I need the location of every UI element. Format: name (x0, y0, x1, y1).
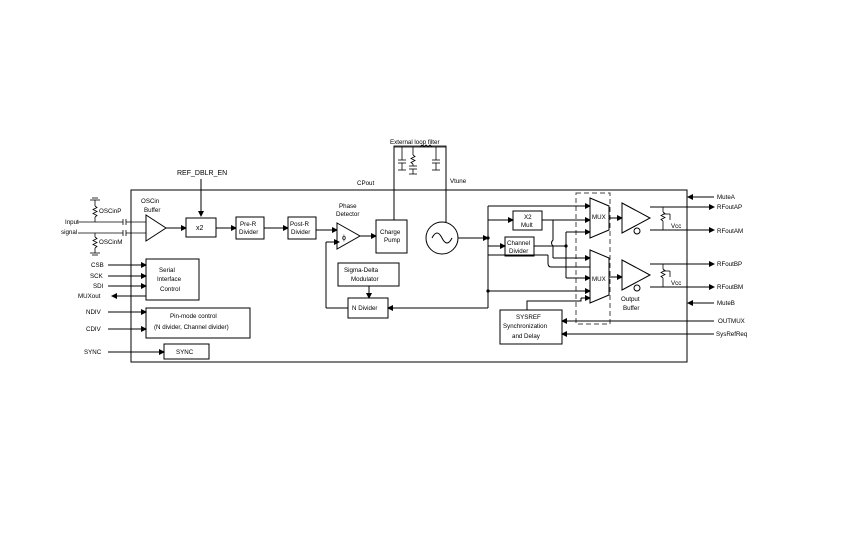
n-divider-label: N Divider (352, 305, 377, 312)
pin-mode-label-1: Pin-mode control (170, 313, 217, 320)
external-loop-filter-label: External loop filter (390, 139, 440, 146)
rfoutbm-pin-label: RFoutBM (717, 284, 743, 291)
vcc-a-label: Vcc (671, 223, 681, 230)
muxout-pin-label: MUXout (78, 293, 101, 300)
loop-filter-components (398, 144, 440, 175)
oscin-m-network (78, 230, 146, 256)
sysref-label-2: Synchronization (503, 323, 548, 330)
output-buffer-label-1: Output (621, 296, 640, 303)
serial-interface-label-1: Serial (159, 267, 175, 274)
vtune-label: Vtune (450, 178, 467, 185)
serial-interface-block (145, 258, 200, 301)
oscin-buffer-label-1: OSCin (141, 198, 160, 205)
mux-b (589, 249, 610, 304)
csb-pin-label: CSB (91, 262, 104, 269)
rfoutam-pin-label: RFoutAM (717, 228, 743, 235)
rfoutap-pin-label: RFoutAP (717, 204, 742, 211)
charge-pump-block (375, 219, 408, 254)
x2-mult-label-2: Mult (521, 222, 533, 229)
pre-r-label-1: Pre-R (240, 221, 257, 228)
serial-interface-label-3: Control (160, 286, 180, 293)
mux-a-label: MUX (592, 214, 606, 221)
output-buffer-a (621, 202, 652, 234)
doubler-label: x2 (196, 225, 204, 232)
charge-pump-label-2: Pump (384, 237, 401, 244)
ref-dblr-en-label: REF_DBLR_EN (177, 170, 227, 177)
x2-mult-label-1: X2 (524, 214, 532, 221)
ndiv-pin-label: NDIV (86, 309, 102, 316)
sigma-delta-label-1: Sigma-Delta (344, 267, 379, 274)
sync-pin-label: SYNC (84, 349, 102, 356)
sysref-block (499, 309, 563, 345)
oscin-buffer-label-2: Buffer (144, 207, 160, 214)
muteb-pin-label: MuteB (717, 300, 735, 307)
oscin-p-network (78, 197, 146, 225)
cpout-label: CPout (357, 180, 374, 187)
sck-pin-label: SCK (90, 273, 104, 280)
pre-r-label-2: Divider (239, 229, 258, 236)
oscin-buffer-triangle (145, 214, 167, 242)
mux-a (589, 197, 610, 239)
vcc-b-label: Vcc (671, 280, 681, 287)
sync-block-label: SYNC (176, 349, 194, 356)
input-signal-label-2: signal (61, 229, 77, 236)
phase-detector-symbol: ϕ (342, 235, 346, 242)
mux-b-label: MUX (592, 276, 606, 283)
outmux-pin-label: OUTMUX (718, 318, 745, 325)
oscinp-label: OSCinP (99, 208, 121, 215)
rfoutbp-pin-label: RFoutBP (717, 261, 742, 268)
post-r-label-1: Post-R (290, 221, 309, 228)
channel-divider-label-2: Divider (509, 248, 528, 255)
post-r-label-2: Divider (291, 229, 310, 236)
sdi-pin-label: SDI (93, 283, 104, 290)
output-buffer-b (621, 259, 652, 291)
channel-divider-label-1: Channel (507, 240, 530, 247)
post-r-divider-block (287, 216, 317, 240)
sysref-label-3: and Delay (512, 333, 541, 340)
vcc-network-b (660, 264, 671, 287)
phase-detector-label-2: Detector (336, 211, 359, 218)
cdiv-pin-label: CDIV (86, 326, 102, 333)
vcc-network-a (660, 207, 671, 230)
pin-mode-label-2: (N divider, Channel divider) (154, 324, 229, 331)
mutea-pin-label: MuteA (717, 194, 736, 201)
sysref-label-1: SYSREF (516, 314, 541, 321)
vco-sine (431, 232, 453, 244)
phase-detector-label-1: Phase (339, 203, 357, 210)
oscinm-label: OSCinM (99, 239, 122, 246)
serial-interface-label-2: Interface (157, 276, 182, 283)
charge-pump-label-1: Charge (380, 229, 401, 236)
sigma-delta-label-2: Modulator (351, 276, 379, 283)
output-buffer-label-2: Buffer (623, 305, 639, 312)
phase-detector-triangle (336, 222, 362, 250)
pin-mode-control-block (145, 307, 251, 339)
input-signal-label-1: Input (65, 219, 79, 226)
sysrefreq-pin-label: SysRefReq (716, 331, 748, 338)
